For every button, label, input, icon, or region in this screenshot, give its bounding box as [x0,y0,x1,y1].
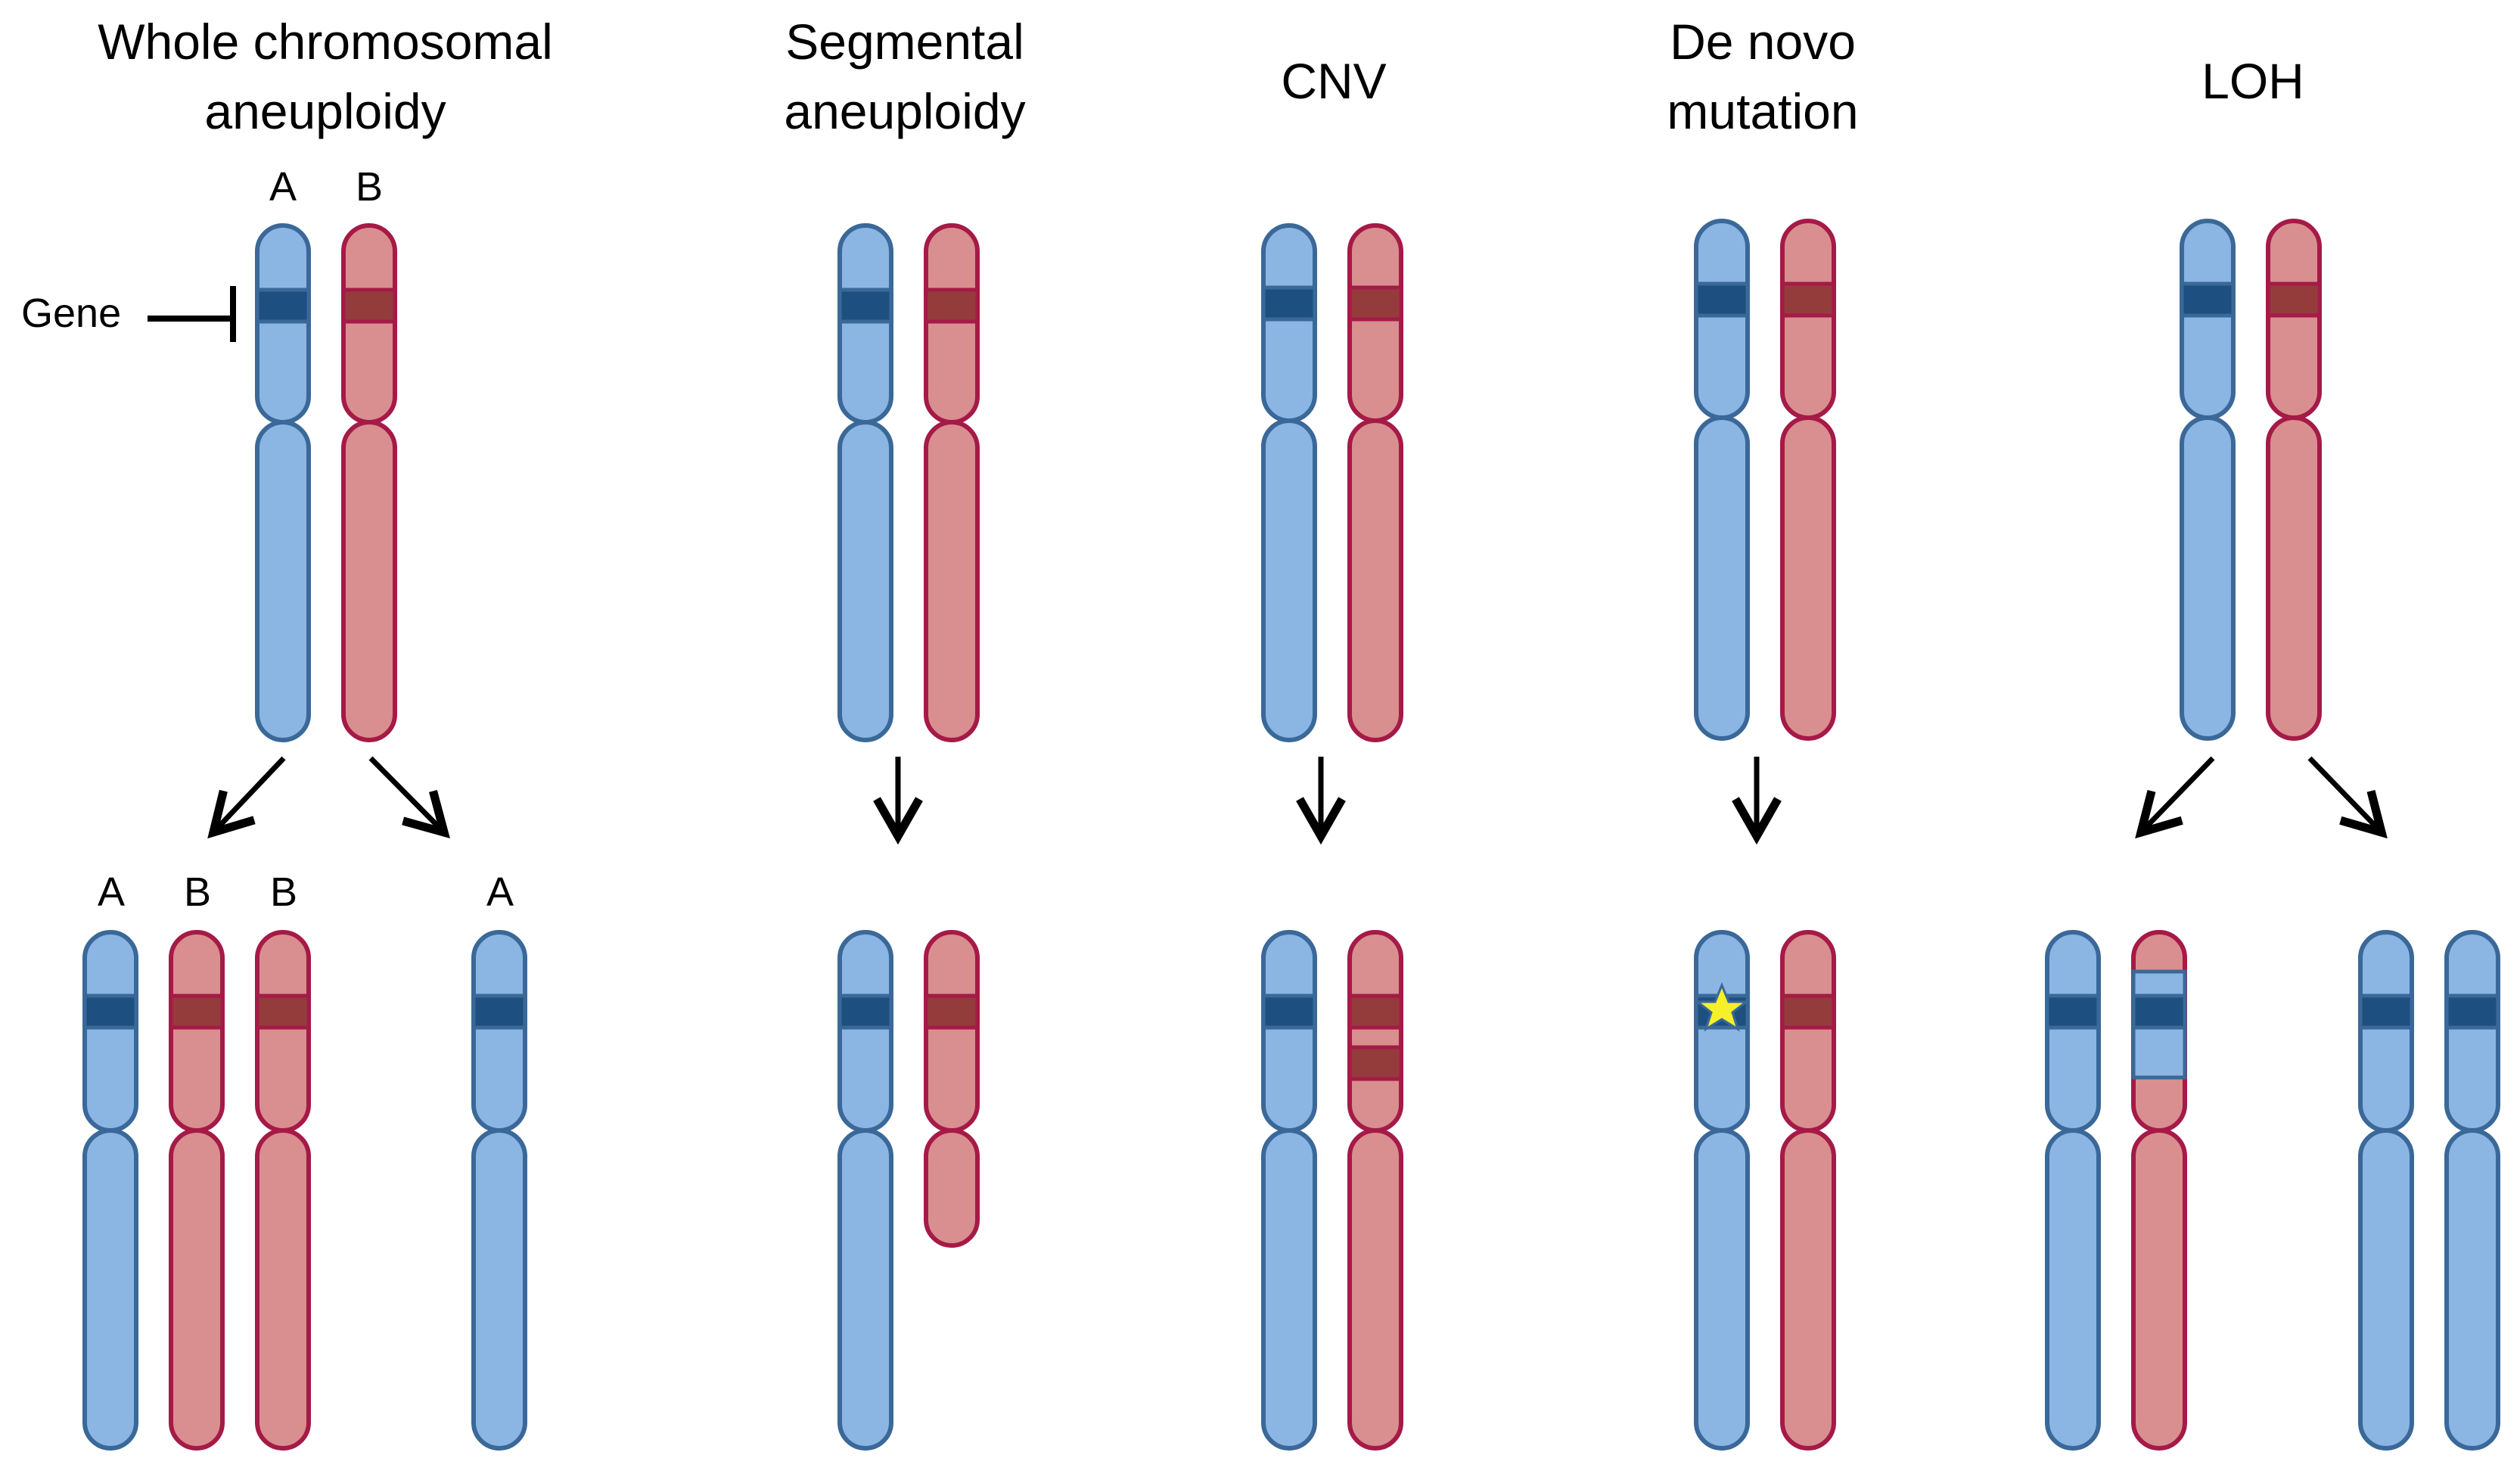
chromosome-b [924,223,980,742]
title-line: mutation [1667,83,1858,139]
chromosome-a [837,223,893,742]
chromosome-a-mutated [1694,930,1750,1451]
title-whole-chromosomal-aneuploidy: Whole chromosomal aneuploidy [98,14,553,139]
chromosome-a [2180,219,2236,741]
title-de-novo-mutation: De novo mutation [1667,14,1858,139]
chromosome-a [2358,930,2414,1451]
allele-label-a: A [486,869,514,915]
star-icon [1694,982,1750,1032]
chromosome-b-converted-segment [2131,930,2187,1451]
title-line: CNV [1281,53,1386,109]
arrows [207,756,2388,845]
chromosome-a [255,223,311,742]
chromosome-a [471,930,527,1451]
chromosome-a [82,930,138,1451]
chromosome-a [2444,930,2500,1451]
chromosome-b [1780,219,1836,741]
title-line: aneuploidy [204,83,446,139]
arrow-icon [368,756,450,839]
title-line: Whole chromosomal [98,14,553,70]
chromosome-a [2045,930,2101,1451]
gene-pointer-icon [148,286,236,342]
title-line: De novo [1670,14,1856,70]
title-loh: LOH [2202,53,2304,109]
title-segmental-aneuploidy: Segmental aneuploidy [784,14,1025,139]
arrow-icon [2307,756,2388,839]
allele-label-b: B [270,869,297,915]
chromosome-a [1261,223,1317,742]
chromosome-b [341,223,397,742]
arrow-icon [207,756,286,839]
title-line: Segmental [785,14,1024,70]
title-cnv: CNV [1281,53,1386,109]
chromosome-b-duplicated-gene [1347,930,1403,1451]
gene-label: Gene [21,291,121,336]
chromosome-a [1694,219,1750,741]
arrow-icon [2135,756,2215,839]
chromosome-b [1347,223,1403,742]
allele-label-a: A [98,869,125,915]
chromosome-b [255,930,311,1451]
chromosome-b [1780,930,1836,1451]
chromosome-b [2266,219,2322,741]
allele-label-b: B [356,164,383,210]
allele-label-a: A [269,164,297,210]
title-line: LOH [2202,53,2304,109]
allele-label-b: B [184,869,211,915]
chromosome-b [169,930,225,1451]
chromosome-b-truncated [924,930,980,1248]
title-line: aneuploidy [784,83,1025,139]
chromosome-a [1261,930,1317,1451]
chromosome-a [837,930,893,1451]
